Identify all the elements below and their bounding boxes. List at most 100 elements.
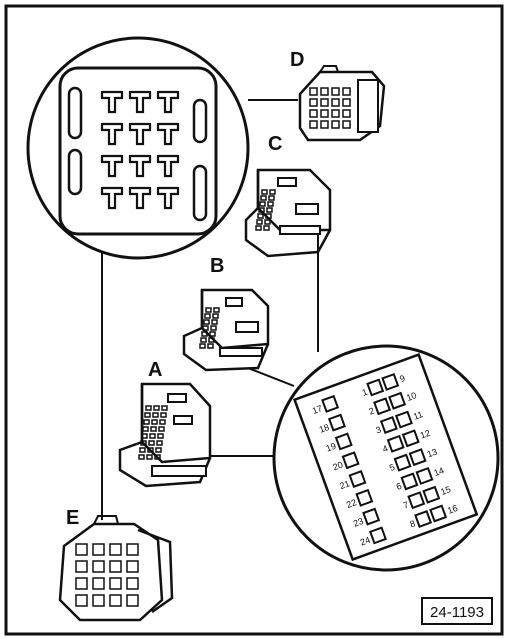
t-pin bbox=[100, 122, 124, 146]
pin-socket bbox=[362, 507, 381, 526]
socket-hole bbox=[342, 109, 351, 118]
pin-number: 7 bbox=[402, 500, 410, 511]
socket-hole bbox=[92, 543, 105, 556]
socket-hole bbox=[199, 343, 206, 349]
socket-hole bbox=[92, 577, 105, 590]
socket-hole bbox=[155, 447, 162, 453]
socket-hole bbox=[144, 412, 151, 418]
socket-hole bbox=[331, 98, 340, 107]
socket-hole bbox=[203, 319, 210, 325]
socket-hole bbox=[213, 307, 220, 313]
pin-number: 1 bbox=[361, 387, 369, 398]
pin-number: 18 bbox=[318, 422, 331, 435]
pin-number: 13 bbox=[426, 447, 439, 460]
socket-hole bbox=[156, 440, 163, 446]
pin-number: 20 bbox=[331, 460, 344, 473]
socket-hole bbox=[146, 454, 153, 460]
socket-hole bbox=[309, 120, 318, 129]
pin-socket bbox=[394, 410, 413, 429]
pin-socket bbox=[414, 510, 433, 528]
socket-hole bbox=[210, 325, 217, 331]
pin-number: 14 bbox=[432, 465, 445, 478]
pin-number: 21 bbox=[338, 478, 351, 491]
t-pin bbox=[128, 186, 152, 210]
socket-hole bbox=[149, 433, 156, 439]
socket-hole bbox=[268, 195, 275, 201]
label-c: C bbox=[268, 133, 282, 155]
socket-hole bbox=[211, 319, 218, 325]
socket-hole bbox=[309, 87, 318, 96]
socket-hole bbox=[126, 543, 139, 556]
socket-hole bbox=[320, 98, 329, 107]
socket-hole bbox=[160, 412, 167, 418]
t-pin bbox=[128, 90, 152, 114]
socket-hole bbox=[158, 426, 165, 432]
pin-socket bbox=[422, 485, 441, 504]
socket-hole bbox=[75, 543, 88, 556]
t-pin bbox=[128, 154, 152, 178]
label-d: D bbox=[290, 49, 304, 71]
socket-hole bbox=[320, 109, 329, 118]
socket-hole bbox=[154, 454, 161, 460]
socket-hole bbox=[342, 98, 351, 107]
label-e: E bbox=[66, 507, 79, 529]
t-pin bbox=[156, 90, 180, 114]
pin-socket bbox=[407, 491, 426, 510]
pin-number: 22 bbox=[345, 497, 358, 510]
socket-hole bbox=[126, 577, 139, 590]
socket-hole bbox=[200, 337, 207, 343]
socket-hole bbox=[342, 87, 351, 96]
t-pin bbox=[156, 122, 180, 146]
t-pin bbox=[100, 186, 124, 210]
connector-face bbox=[58, 66, 218, 236]
detail-circle-d bbox=[26, 36, 250, 260]
socket-hole bbox=[255, 225, 262, 231]
t-pin bbox=[156, 186, 180, 210]
socket-hole bbox=[75, 560, 88, 573]
socket-hole bbox=[159, 419, 166, 425]
pin-number: 23 bbox=[352, 516, 365, 529]
connection-lines bbox=[101, 99, 319, 520]
pin-number: 12 bbox=[419, 428, 432, 441]
socket-hole bbox=[204, 313, 211, 319]
socket-hole bbox=[152, 412, 159, 418]
pin-number: 10 bbox=[405, 390, 418, 403]
pin-socket bbox=[355, 488, 374, 507]
pin-socket bbox=[429, 504, 448, 523]
pin-socket bbox=[373, 397, 392, 416]
label-a: A bbox=[148, 359, 162, 381]
socket-hole bbox=[126, 560, 139, 573]
pin-socket bbox=[369, 526, 387, 545]
socket-hole bbox=[92, 594, 105, 607]
t-pin bbox=[100, 90, 124, 114]
pin-number: 9 bbox=[398, 373, 406, 384]
pin-number: 24 bbox=[359, 535, 372, 548]
socket-hole bbox=[140, 440, 147, 446]
pin-number: 19 bbox=[325, 441, 338, 454]
socket-hole bbox=[157, 433, 164, 439]
socket-hole bbox=[75, 594, 88, 607]
socket-hole bbox=[109, 543, 122, 556]
socket-hole bbox=[147, 447, 154, 453]
connector-d bbox=[298, 65, 386, 142]
figure-frame bbox=[4, 4, 504, 636]
pin-socket bbox=[327, 413, 346, 432]
socket-hole bbox=[269, 189, 276, 195]
socket-hole bbox=[202, 325, 209, 331]
socket-hole bbox=[208, 337, 215, 343]
connector-c bbox=[244, 168, 332, 258]
socket-hole bbox=[320, 87, 329, 96]
socket-hole bbox=[143, 419, 150, 425]
pin-socket bbox=[400, 472, 419, 491]
pin-socket bbox=[348, 470, 367, 488]
t-pin bbox=[156, 154, 180, 178]
socket-hole bbox=[151, 419, 158, 425]
socket-hole bbox=[309, 98, 318, 107]
pin-socket bbox=[381, 372, 400, 391]
socket-hole bbox=[266, 207, 273, 213]
socket-hole bbox=[109, 594, 122, 607]
socket-hole bbox=[259, 201, 266, 207]
socket-hole bbox=[150, 426, 157, 432]
